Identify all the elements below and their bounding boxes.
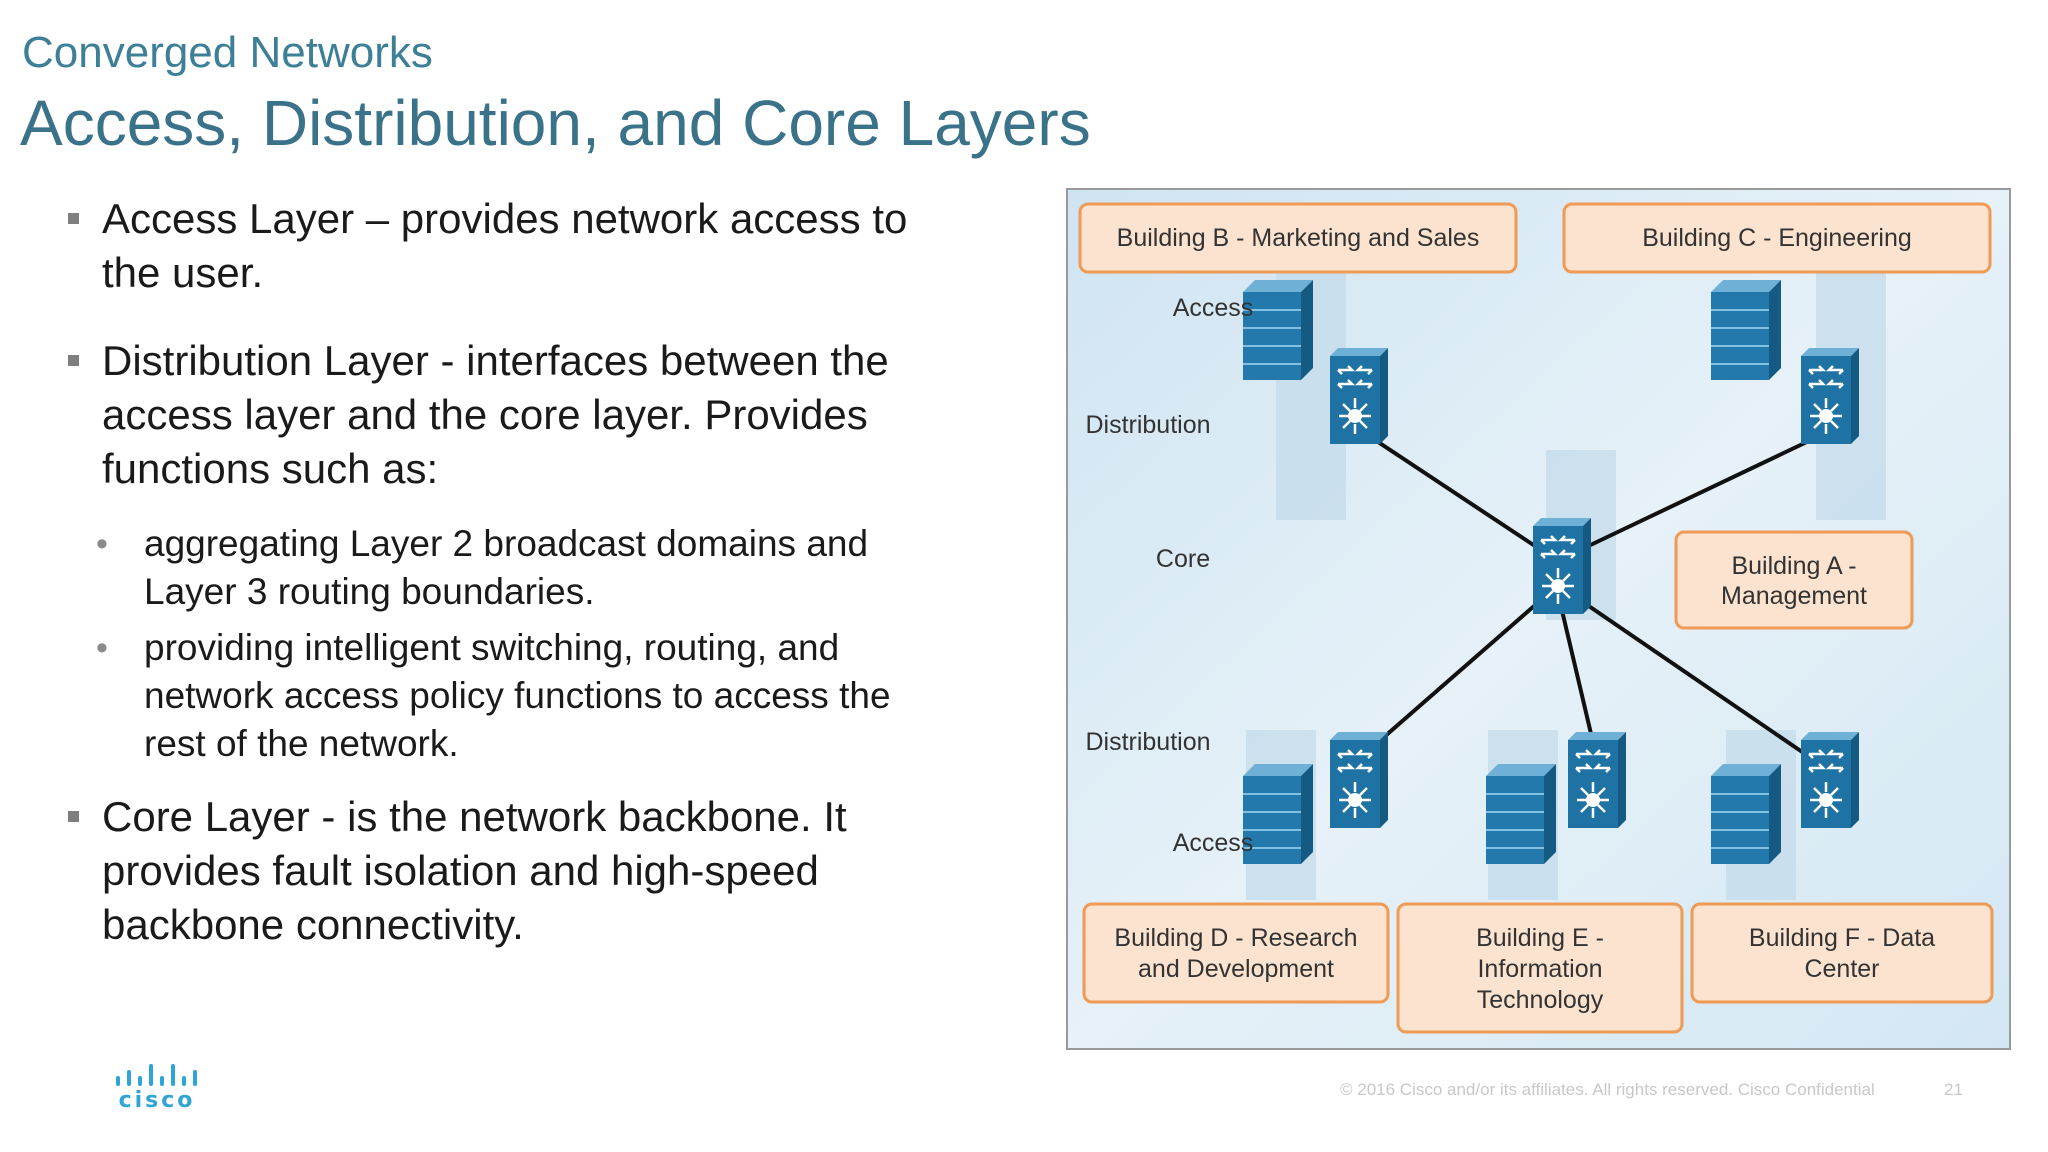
access-switch-building-e [1485, 763, 1557, 865]
bullet-list: Access Layer – provides network access t… [60, 192, 960, 986]
layer-label-distribution-bottom: Distribution [1085, 728, 1210, 756]
sub-bullet-aggregating: • aggregating Layer 2 broadcast domains … [60, 520, 960, 616]
layer-label-core: Core [1156, 545, 1210, 573]
access-switch-building-c [1710, 279, 1782, 381]
building-c-label: Building C - Engineering [1642, 224, 1912, 252]
slide-title: Access, Distribution, and Core Layers [20, 87, 1091, 159]
network-links [1358, 428, 1833, 760]
distribution-switch-building-d [1328, 730, 1390, 830]
bullet-core-layer: Core Layer - is the network backbone. It… [60, 790, 960, 952]
layer-label-access-bottom: Access [1173, 829, 1254, 857]
building-d-box: Building D - Research and Development [1082, 902, 1390, 1004]
building-d-label-line1: Building D - Research [1114, 924, 1357, 952]
distribution-switch-building-f [1799, 730, 1861, 830]
slide-supertitle: Converged Networks [22, 28, 433, 77]
building-e-label-line1: Building E - [1476, 924, 1604, 952]
cisco-logo-text: cisco [118, 1088, 196, 1113]
building-a-label-line2: Management [1721, 582, 1867, 610]
access-switch-building-f [1710, 763, 1782, 865]
sub-bullet-switching: • providing intelligent switching, routi… [60, 624, 960, 768]
cisco-bridge-icon [116, 1064, 197, 1086]
building-e-label-line2: Information [1477, 955, 1602, 983]
building-c-box: Building C - Engineering [1562, 202, 1992, 274]
distribution-switch-building-b [1328, 346, 1390, 446]
bullet-text: Core Layer - is the network backbone. It… [102, 793, 847, 948]
distribution-switch-building-e [1566, 730, 1628, 830]
building-d-label-line2: and Development [1138, 955, 1334, 983]
building-a-box: Building A - Management [1674, 530, 1914, 630]
building-b-label: Building B - Marketing and Sales [1117, 224, 1480, 252]
building-e-label-line3: Technology [1477, 986, 1604, 1014]
cisco-logo: cisco [112, 1064, 202, 1114]
copyright-footer: © 2016 Cisco and/or its affiliates. All … [1340, 1080, 1875, 1099]
layer-label-distribution-top: Distribution [1085, 411, 1210, 439]
building-f-label-line2: Center [1804, 955, 1879, 983]
slide-number: 21 [1944, 1080, 1963, 1099]
bullet-access-layer: Access Layer – provides network access t… [60, 192, 960, 300]
building-e-box: Building E - Information Technology [1396, 902, 1684, 1034]
hierarchical-network-svg: Access Distribution Core Distribution Ac… [1068, 190, 2009, 1048]
network-diagram: Access Distribution Core Distribution Ac… [1066, 188, 2011, 1050]
square-bullet-icon [68, 811, 79, 822]
link-core-building-c [1579, 428, 1833, 552]
access-switch-building-d [1242, 763, 1314, 865]
building-f-box: Building F - Data Center [1690, 902, 1994, 1004]
bullet-distribution-layer: Distribution Layer - interfaces between … [60, 334, 960, 496]
sub-bullet-text: providing intelligent switching, routing… [144, 627, 891, 764]
dot-bullet-icon: • [96, 525, 108, 563]
sub-bullet-text: aggregating Layer 2 broadcast domains an… [144, 523, 869, 612]
distribution-switch-building-c [1799, 346, 1861, 446]
dot-bullet-icon: • [96, 629, 108, 667]
link-core-building-d [1358, 598, 1543, 760]
link-core-building-f [1578, 598, 1813, 760]
link-core-building-b [1358, 428, 1543, 552]
bullet-text: Access Layer – provides network access t… [102, 195, 908, 296]
layer-label-access-top: Access [1173, 294, 1254, 322]
building-a-label-line1: Building A - [1731, 552, 1856, 580]
access-switch-building-b [1242, 279, 1314, 381]
core-switch [1531, 516, 1593, 616]
building-b-box: Building B - Marketing and Sales [1078, 202, 1518, 274]
square-bullet-icon [68, 213, 79, 224]
link-core-building-e [1558, 601, 1594, 739]
building-f-label-line1: Building F - Data [1749, 924, 1935, 952]
bullet-text: Distribution Layer - interfaces between … [102, 337, 889, 492]
square-bullet-icon [68, 355, 79, 366]
